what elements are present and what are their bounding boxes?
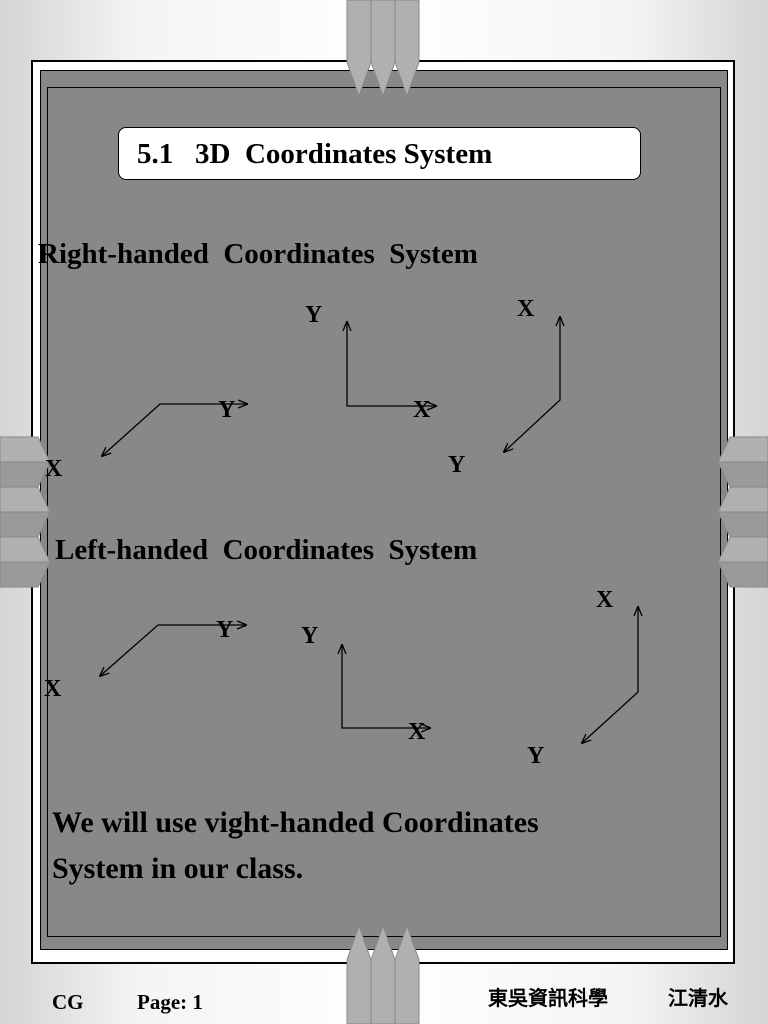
bottom-tabs: [346, 924, 420, 1024]
left-axes-3: [582, 607, 638, 743]
left-handed-heading: Left-handed Coordinates System: [55, 534, 478, 566]
right-axes-2: [347, 322, 436, 406]
left-axes-1: [100, 625, 246, 676]
slide-title: 5.1 3D Coordinates System: [137, 138, 493, 170]
footer-author: 江清水: [668, 986, 728, 1010]
right-handed-heading: Right-handed Coordinates System: [38, 238, 478, 270]
right-2-axis1-label: Y: [305, 302, 322, 328]
note-line-2: System in our class.: [52, 852, 304, 885]
footer-course: CG: [52, 990, 84, 1014]
right-axes-3: [504, 317, 560, 452]
left-2-axis2-label: X: [408, 719, 426, 745]
right-1-axis1-label: Y: [218, 397, 235, 423]
footer-page-number: Page: 1: [137, 990, 203, 1014]
top-tabs: [346, 0, 420, 98]
right-tabs: [717, 436, 768, 588]
left-3-axis2-label: Y: [527, 743, 544, 769]
footer-institution: 東吳資訊科學: [488, 986, 608, 1010]
right-2-axis2-label: X: [413, 397, 431, 423]
left-2-axis1-label: Y: [301, 623, 318, 649]
right-1-axis2-label: X: [45, 456, 63, 482]
left-3-axis1-label: X: [596, 587, 614, 613]
right-3-axis2-label: Y: [448, 452, 465, 478]
left-1-axis1-label: Y: [216, 617, 233, 643]
slide-panel: [40, 70, 728, 950]
title-box: 5.1 3D Coordinates System: [118, 127, 641, 180]
right-axes-1: [102, 404, 247, 456]
right-3-axis1-label: X: [517, 296, 535, 322]
left-tabs: [0, 436, 51, 588]
left-axes-2: [342, 645, 430, 728]
left-1-axis2-label: X: [44, 676, 62, 702]
note-line-1: We will use vight-handed Coordinates: [52, 806, 539, 839]
